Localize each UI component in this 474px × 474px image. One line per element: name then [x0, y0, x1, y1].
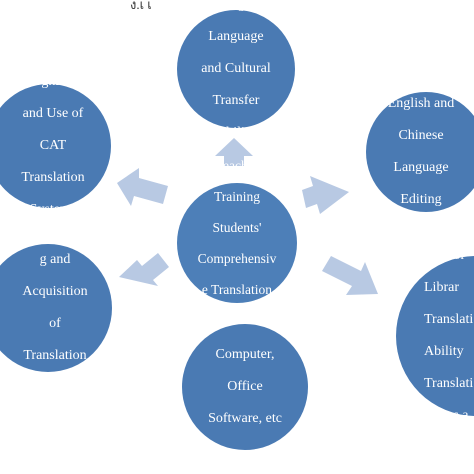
node-tools-text: Understanding g and Acquisition of Trans…: [0, 204, 96, 412]
center-node-text: Teacher Training Students' Comprehensiv …: [198, 142, 277, 344]
arrow-lower-left: [119, 253, 169, 286]
center-node-teacher-training: Teacher Training Students' Comprehensiv …: [177, 158, 297, 328]
node-line: Acquisition: [22, 284, 88, 299]
node-line: and Use of: [22, 106, 84, 121]
node-editing-text: English and Chinese Language Editing: [388, 80, 465, 224]
center-line: Students': [212, 219, 262, 235]
node-line: Understanding: [13, 220, 97, 235]
node-software-text: Computer, Office Software, etc: [208, 331, 282, 443]
node-line: Librar: [424, 280, 459, 295]
node-line: Transfer: [212, 93, 260, 108]
node-computer-office-software: Computer, Office Software, etc: [182, 324, 308, 450]
cropped-caption-fragment: ง.เ เ: [130, 0, 152, 12]
node-line: Computer,: [215, 347, 275, 362]
node-line: English and: [387, 96, 455, 111]
node-bilingual-text: Bilingual Language and Cultural Transfer…: [201, 0, 271, 157]
node-line: Language: [208, 29, 264, 44]
node-cat-text: Cognition and Use of CAT Translation Sys…: [13, 58, 84, 234]
node-line: Translati: [424, 376, 474, 391]
node-line: Memor: [424, 248, 466, 263]
node-line: CAT: [39, 138, 67, 153]
node-line: Translati: [424, 312, 474, 327]
node-line: Office: [227, 379, 263, 394]
center-line: Training: [213, 188, 260, 204]
node-line: Translation: [23, 348, 87, 363]
arrow-lower-right: [322, 256, 378, 295]
node-line: Bilingual: [209, 0, 263, 12]
node-line: Ability: [216, 125, 256, 140]
node-line: Software, etc: [208, 411, 282, 426]
node-line: Editing: [400, 192, 442, 207]
node-line: of: [49, 316, 61, 331]
node-line: Systems: [29, 202, 77, 217]
node-line: Cognition: [24, 74, 81, 89]
node-line: Terms a: [424, 408, 469, 423]
node-memory-library: Memor Librar Translati Ability Translati…: [396, 248, 474, 423]
center-line: e Translation: [201, 281, 273, 297]
arrow-upper-right: [302, 176, 349, 214]
node-line: Chinese: [398, 128, 444, 143]
node-line: Tools: [39, 380, 71, 395]
node-line: Translation: [21, 170, 85, 185]
arrow-upper-left: [117, 168, 168, 206]
node-line: Ability: [424, 344, 464, 359]
node-line: and Cultural: [201, 61, 271, 76]
node-cat-systems: Cognition and Use of CAT Translation Sys…: [0, 74, 111, 217]
center-line: Comprehensiv: [197, 250, 277, 266]
node-translation-tools: Understanding g and Acquisition of Trans…: [0, 220, 112, 395]
node-bilingual-transfer: Bilingual Language and Cultural Transfer…: [177, 0, 295, 140]
node-memory-text: Memor Librar Translati Ability Translati…: [396, 232, 473, 440]
node-english-chinese-editing: English and Chinese Language Editing: [366, 92, 474, 212]
center-line: Teacher: [215, 157, 259, 173]
arrow-up: [215, 138, 253, 166]
node-line: Language: [393, 160, 449, 175]
node-line: g and: [39, 252, 71, 267]
